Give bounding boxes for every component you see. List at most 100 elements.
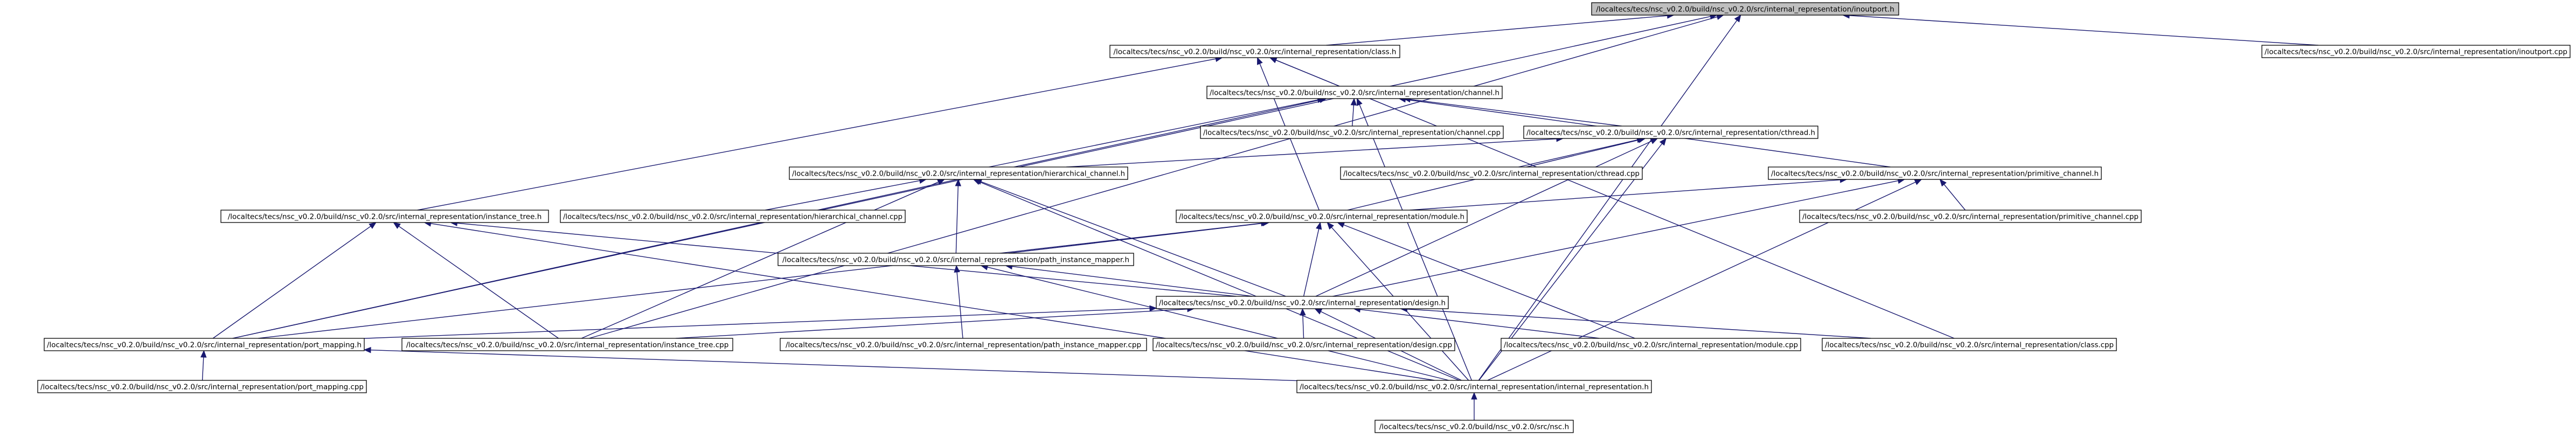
include-edge-hierarchical_channel_h-to-channel_h — [989, 99, 1318, 168]
include-edge-port_mapping_h-to-instance_tree_h — [212, 226, 371, 339]
node-path-instance-mapper-h[interactable]: /localtecs/tecs/nsc_v0.2.0/build/nsc_v0.… — [777, 253, 1134, 266]
node-module-h[interactable]: /localtecs/tecs/nsc_v0.2.0/build/nsc_v0.… — [1176, 210, 1468, 223]
include-edge-port_mapping_h-to-module_h — [258, 223, 1261, 339]
node-design-cpp[interactable]: /localtecs/tecs/nsc_v0.2.0/build/nsc_v0.… — [1152, 338, 1455, 351]
node-box — [1768, 166, 2102, 180]
node-channel-h[interactable]: /localtecs/tecs/nsc_v0.2.0/build/nsc_v0.… — [1206, 86, 1503, 99]
node-label: /localtecs/tecs/nsc_v0.2.0/build/nsc_v0.… — [792, 170, 1125, 178]
arrow-head-path_instance_mapper_h-to-hierarchical_channel_h — [955, 178, 961, 186]
node-cthread-h[interactable]: /localtecs/tecs/nsc_v0.2.0/build/nsc_v0.… — [1523, 126, 1818, 139]
node-box — [1296, 380, 1652, 393]
arrow-head-port_mapping_cpp-to-port_mapping_h — [200, 350, 207, 358]
arrow-head-internal_representation_h-to-inoutport_h — [1734, 14, 1741, 23]
include-edge-cthread_h-to-channel_h — [1410, 99, 1622, 127]
include-edge-internal_representation_h-to-instance_tree_h — [431, 223, 1435, 381]
node-label: /localtecs/tecs/nsc_v0.2.0/build/nsc_v0.… — [1156, 341, 1452, 350]
node-label: /localtecs/tecs/nsc_v0.2.0/build/nsc_v0.… — [47, 341, 362, 350]
node-label: /localtecs/tecs/nsc_v0.2.0/build/nsc_v0.… — [1300, 383, 1649, 392]
include-edge-port_mapping_h-to-design_h — [364, 308, 1150, 339]
node-box — [1374, 420, 1574, 433]
include-edge-hierarchical_channel_cpp-to-hierarchical_channel_h — [765, 180, 920, 211]
node-box — [1176, 210, 1468, 223]
node-hierarchical-channel-h[interactable]: /localtecs/tecs/nsc_v0.2.0/build/nsc_v0.… — [789, 166, 1128, 180]
node-box — [780, 338, 1147, 351]
arrow-head-instance_tree_cpp-to-instance_tree_h — [393, 222, 401, 229]
node-primitive-channel-cpp[interactable]: /localtecs/tecs/nsc_v0.2.0/build/nsc_v0.… — [1799, 210, 2142, 223]
include-edge-design_cpp-to-design_h — [1302, 315, 1304, 339]
node-box — [1156, 296, 1449, 309]
arrow-head-design_h-to-cthread_h — [1650, 138, 1658, 144]
edges-layer — [200, 12, 2318, 420]
node-class-h[interactable]: /localtecs/tecs/nsc_v0.2.0/build/nsc_v0.… — [1109, 45, 1400, 58]
node-internal-representation-h[interactable]: /localtecs/tecs/nsc_v0.2.0/build/nsc_v0.… — [1296, 380, 1652, 393]
node-box — [1206, 86, 1503, 99]
node-label: /localtecs/tecs/nsc_v0.2.0/build/nsc_v0.… — [406, 341, 729, 350]
node-box — [1109, 45, 1400, 58]
node-path-instance-mapper-cpp[interactable]: /localtecs/tecs/nsc_v0.2.0/build/nsc_v0.… — [780, 338, 1147, 351]
arrow-head-internal_representation_h-to-port_mapping_h — [363, 346, 371, 353]
node-port-mapping-cpp[interactable]: /localtecs/tecs/nsc_v0.2.0/build/nsc_v0.… — [37, 380, 367, 393]
node-class-cpp[interactable]: /localtecs/tecs/nsc_v0.2.0/build/nsc_v0.… — [1822, 338, 2117, 351]
node-label: /localtecs/tecs/nsc_v0.2.0/build/nsc_v0.… — [782, 256, 1129, 265]
node-channel-cpp[interactable]: /localtecs/tecs/nsc_v0.2.0/build/nsc_v0.… — [1200, 126, 1504, 139]
node-port-mapping-h[interactable]: /localtecs/tecs/nsc_v0.2.0/build/nsc_v0.… — [44, 338, 365, 351]
node-box — [1799, 210, 2142, 223]
include-edge-port_mapping_cpp-to-port_mapping_h — [202, 357, 204, 381]
node-box — [401, 338, 733, 351]
node-label: /localtecs/tecs/nsc_v0.2.0/build/nsc_v0.… — [1825, 341, 2114, 350]
node-design-h[interactable]: /localtecs/tecs/nsc_v0.2.0/build/nsc_v0.… — [1156, 296, 1449, 309]
arrow-head-class_cpp-to-class_h — [1269, 57, 1277, 64]
include-edge-cthread_cpp-to-cthread_h — [1518, 139, 1638, 168]
arrow-head-nsc_h-to-internal_representation_h — [1471, 392, 1477, 400]
node-label: /localtecs/tecs/nsc_v0.2.0/build/nsc_v0.… — [1114, 48, 1397, 57]
node-box — [1152, 338, 1455, 351]
include-edge-primitive_channel_cpp-to-primitive_channel_h — [1943, 184, 1966, 211]
node-box — [37, 380, 367, 393]
node-label: /localtecs/tecs/nsc_v0.2.0/build/nsc_v0.… — [1771, 170, 2099, 178]
include-edge-instance_tree_h-to-class_h — [417, 58, 1216, 211]
include-edge-class_cpp-to-class_h — [1275, 59, 1955, 339]
node-label: /localtecs/tecs/nsc_v0.2.0/build/nsc_v0.… — [1343, 170, 1640, 178]
arrow-head-internal_representation_h-to-cthread_h — [1659, 137, 1667, 146]
include-edge-design_h-to-hierarchical_channel_h — [981, 181, 1286, 297]
include-edge-instance_tree_cpp-to-instance_tree_h — [398, 226, 559, 339]
node-box — [1591, 2, 1899, 16]
include-edge-instance_tree_cpp-to-design_h — [676, 308, 1188, 339]
node-label: /localtecs/tecs/nsc_v0.2.0/build/nsc_v0.… — [1379, 423, 1569, 432]
arrow-head-path_instance_mapper_cpp-to-path_instance_mapper_h — [954, 265, 960, 273]
arrow-head-design_h-to-module_h — [1316, 221, 1322, 230]
node-inoutport-h[interactable]: /localtecs/tecs/nsc_v0.2.0/build/nsc_v0.… — [1591, 2, 1899, 16]
node-box — [220, 210, 549, 223]
arrow-head-module_h-to-class_h — [1257, 57, 1263, 65]
node-label: /localtecs/tecs/nsc_v0.2.0/build/nsc_v0.… — [40, 383, 364, 392]
node-inoutport-cpp[interactable]: /localtecs/tecs/nsc_v0.2.0/build/nsc_v0.… — [2261, 45, 2571, 58]
arrow-head-channel_cpp-to-channel_h — [1350, 98, 1357, 106]
node-instance-tree-cpp[interactable]: /localtecs/tecs/nsc_v0.2.0/build/nsc_v0.… — [401, 338, 733, 351]
node-label: /localtecs/tecs/nsc_v0.2.0/build/nsc_v0.… — [1159, 299, 1446, 308]
include-edge-internal_representation_h-to-channel_h — [1359, 104, 1472, 381]
include-edge-design_h-to-module_h — [1303, 228, 1320, 297]
node-box — [2261, 45, 2571, 58]
include-edge-class_h-to-inoutport_h — [1326, 15, 1668, 46]
node-hierarchical-channel-cpp[interactable]: /localtecs/tecs/nsc_v0.2.0/build/nsc_v0.… — [560, 210, 906, 223]
arrow-head-module_cpp-to-module_h — [1337, 222, 1345, 228]
node-instance-tree-h[interactable]: /localtecs/tecs/nsc_v0.2.0/build/nsc_v0.… — [220, 210, 549, 223]
node-box — [1501, 338, 1801, 351]
node-module-cpp[interactable]: /localtecs/tecs/nsc_v0.2.0/build/nsc_v0.… — [1501, 338, 1801, 351]
node-primitive-channel-h[interactable]: /localtecs/tecs/nsc_v0.2.0/build/nsc_v0.… — [1768, 166, 2102, 180]
node-label: /localtecs/tecs/nsc_v0.2.0/build/nsc_v0.… — [1210, 89, 1499, 98]
include-edge-instance_tree_cpp-to-hierarchical_channel_h — [581, 182, 939, 339]
include-edge-module_cpp-to-module_h — [1343, 224, 1635, 339]
arrow-head-internal_representation_h-to-design_h — [1314, 308, 1323, 315]
arrow-head-primitive_channel_cpp-to-primitive_channel_h — [1939, 178, 1947, 187]
include-edge-path_instance_mapper_h-to-hierarchical_channel_h — [955, 185, 959, 254]
node-box — [44, 338, 365, 351]
include-edge-class_cpp-to-design_h — [1407, 309, 1871, 339]
include-edge-path_instance_mapper_cpp-to-path_instance_mapper_h — [956, 272, 963, 339]
node-label: /localtecs/tecs/nsc_v0.2.0/build/nsc_v0.… — [1203, 129, 1501, 137]
node-cthread-cpp[interactable]: /localtecs/tecs/nsc_v0.2.0/build/nsc_v0.… — [1340, 166, 1643, 180]
node-label: /localtecs/tecs/nsc_v0.2.0/build/nsc_v0.… — [563, 213, 902, 221]
node-nsc-h[interactable]: /localtecs/tecs/nsc_v0.2.0/build/nsc_v0.… — [1374, 420, 1574, 433]
include-edge-hierarchical_channel_h-to-cthread_h — [1066, 138, 1557, 168]
node-label: /localtecs/tecs/nsc_v0.2.0/build/nsc_v0.… — [1802, 213, 2138, 221]
